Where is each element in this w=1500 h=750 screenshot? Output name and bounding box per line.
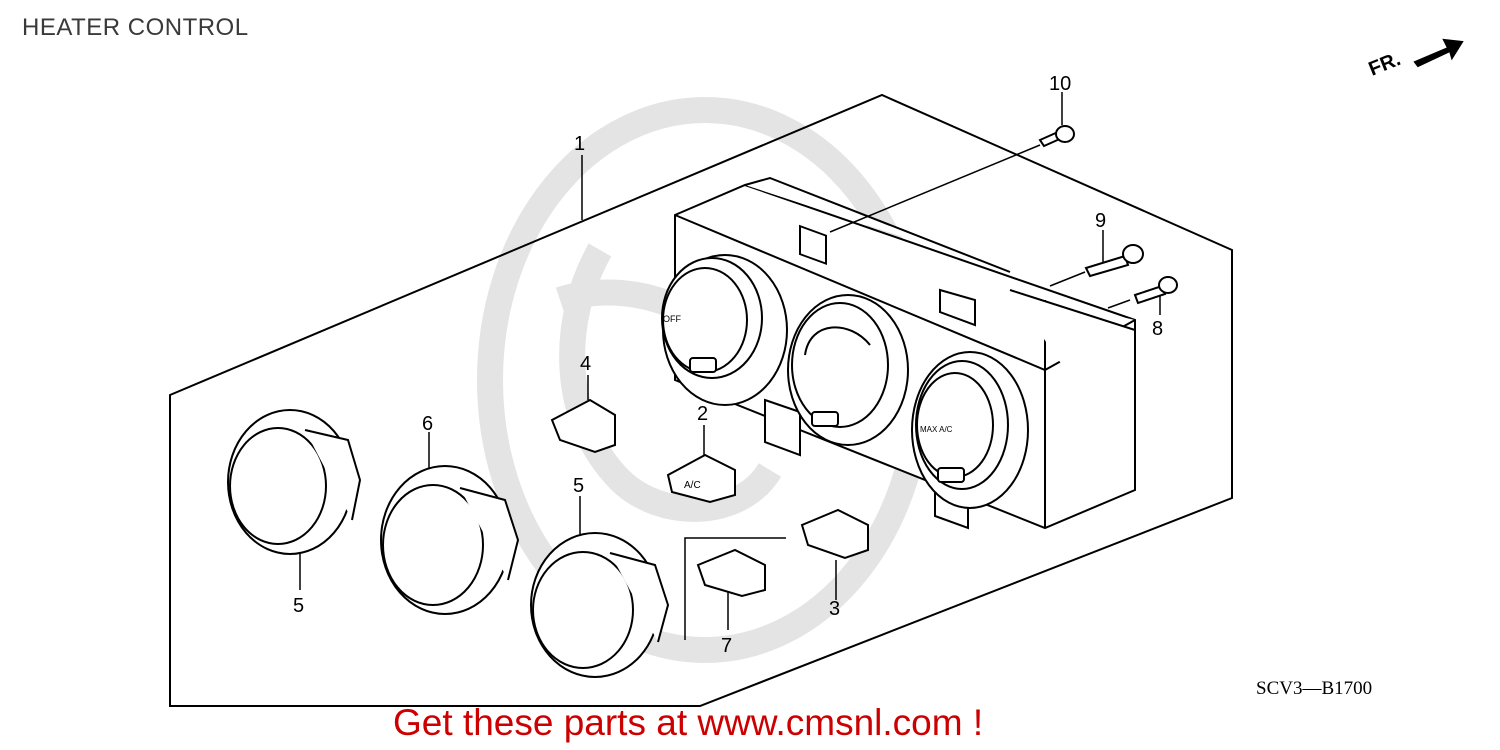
callout-1: 1 [574,133,585,155]
button-2-ac [666,453,736,504]
callout-2: 2 [697,403,708,425]
callout-3: 3 [829,598,840,620]
screw-9 [1084,244,1144,278]
knob-ring-6 [380,465,520,615]
callout-8: 8 [1152,318,1163,340]
callout-5-left: 5 [293,595,304,617]
off-label: OFF [663,314,681,324]
callout-5-right: 5 [573,475,584,497]
screw-10 [1038,125,1075,148]
front-direction-arrow: FR. [1366,38,1464,81]
callout-4: 4 [580,353,591,375]
screw-8 [1133,276,1178,305]
callout-9: 9 [1095,210,1106,232]
knob-ring-5-left [227,409,362,555]
ac-button-label: A/C [684,480,701,491]
callout-6: 6 [422,413,433,435]
knob-ring-5-right [530,532,670,678]
button-3 [800,508,869,560]
front-direction-label: FR. [1366,48,1404,80]
max-ac-label: MAX A/C [920,425,953,434]
heater-control-unit [661,176,1136,530]
assembly-outline [169,93,1233,707]
button-7 [696,548,766,598]
button-4 [550,398,616,454]
callout-7: 7 [721,635,732,657]
leader-lines [299,92,1161,640]
parts-banner-link[interactable]: Get these parts at www.cmsnl.com ! [393,702,984,743]
diagram-code: SCV3—B1700 [1256,678,1373,699]
page-title: HEATER CONTROL [22,14,249,41]
callout-10: 10 [1049,73,1071,95]
